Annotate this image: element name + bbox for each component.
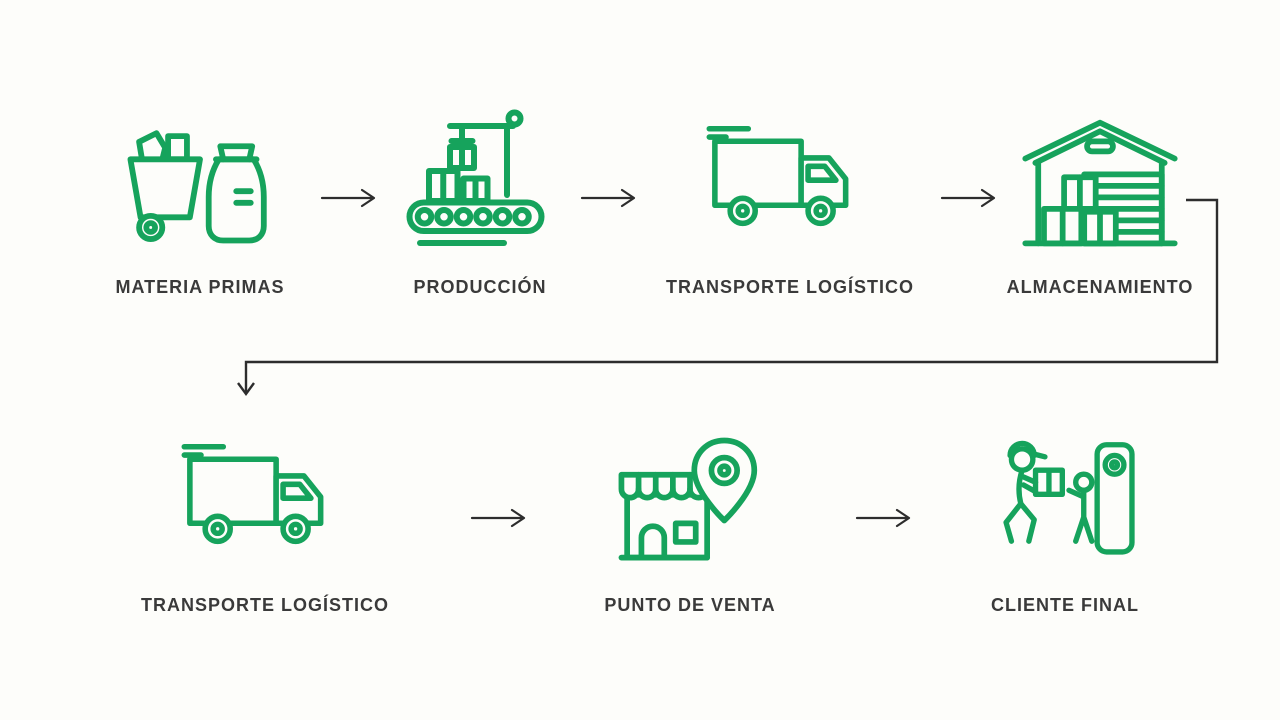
step-transporte-logistico-2: TRANSPORTE LOGÍSTICO bbox=[115, 418, 415, 616]
arrow-right-icon bbox=[580, 188, 636, 208]
delivery-truck-icon bbox=[181, 418, 349, 583]
arrow-right-icon bbox=[320, 188, 376, 208]
arrow-right-icon bbox=[470, 508, 526, 528]
arrow-right-icon bbox=[940, 188, 996, 208]
step-transporte-logistico-1: TRANSPORTE LOGÍSTICO bbox=[640, 100, 940, 298]
arrow-right-icon bbox=[855, 508, 911, 528]
step-almacenamiento: ALMACENAMIENTO bbox=[950, 100, 1250, 298]
step-label: ALMACENAMIENTO bbox=[1006, 277, 1194, 297]
customer-delivery-icon bbox=[990, 418, 1140, 583]
step-materia-primas: MATERIA PRIMAS bbox=[50, 100, 350, 298]
step-label: PUNTO DE VENTA bbox=[604, 595, 776, 615]
step-label: TRANSPORTE LOGÍSTICO bbox=[665, 277, 914, 297]
step-label: MATERIA PRIMAS bbox=[115, 277, 285, 297]
step-label: CLIENTE FINAL bbox=[991, 595, 1139, 615]
step-label: PRODUCCIÓN bbox=[413, 277, 547, 297]
warehouse-icon bbox=[1021, 100, 1179, 265]
step-punto-de-venta: PUNTO DE VENTA bbox=[540, 418, 840, 616]
delivery-truck-icon bbox=[706, 100, 874, 265]
raw-materials-icon bbox=[120, 100, 280, 265]
storefront-location-icon bbox=[610, 418, 770, 583]
step-label: TRANSPORTE LOGÍSTICO bbox=[140, 595, 389, 615]
production-conveyor-icon bbox=[404, 100, 556, 265]
step-produccion: PRODUCCIÓN bbox=[330, 100, 630, 298]
step-cliente-final: CLIENTE FINAL bbox=[915, 418, 1215, 616]
